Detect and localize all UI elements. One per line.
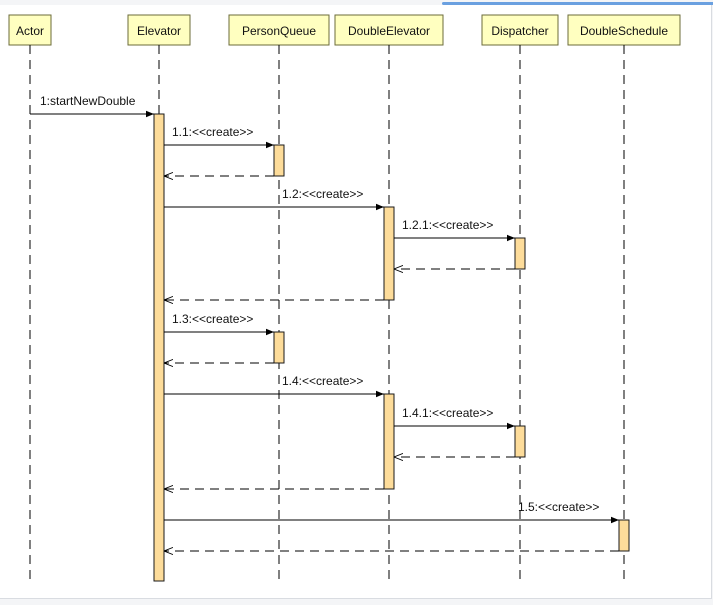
participant-box[interactable] (567, 14, 681, 46)
participant-dispatcher[interactable]: Dispatcher (481, 14, 559, 46)
participant-label: Elevator (137, 24, 181, 38)
participant-box[interactable] (228, 14, 330, 46)
participant-label: Dispatcher (491, 24, 548, 38)
participant-label: Actor (16, 24, 44, 38)
participant-actor[interactable]: Actor (8, 14, 52, 46)
message-label: 1.1:<<create>> (172, 125, 253, 139)
message-call-10[interactable]: 1.4.1:<<create>> (394, 406, 515, 430)
message-call-9[interactable]: 1.4:<<create>> (164, 374, 384, 398)
participant-box[interactable] (8, 14, 52, 46)
message-label: 1.4.1:<<create>> (402, 406, 493, 420)
activation-bar-dispatcher[interactable] (514, 237, 526, 270)
message-label: 1.5:<<create>> (518, 500, 599, 514)
activation-bar-personqueue[interactable] (273, 331, 285, 364)
participant-elevator[interactable]: Elevator (127, 14, 191, 46)
message-call-4[interactable]: 1.2.1:<<create>> (394, 218, 515, 242)
participant-label: PersonQueue (242, 24, 316, 38)
message-label: 1:startNewDouble (40, 94, 136, 108)
participant-doubleschedule[interactable]: DoubleSchedule (567, 14, 681, 46)
activation-bar-doubleelevator[interactable] (383, 206, 395, 301)
participant-box[interactable] (481, 14, 559, 46)
message-call-1[interactable]: 1.1:<<create>> (164, 125, 274, 149)
diagram-frame (0, 5, 712, 599)
participant-label: DoubleSchedule (580, 24, 668, 38)
message-label: 1.2.1:<<create>> (402, 218, 493, 232)
message-label: 1.2:<<create>> (282, 187, 363, 201)
activation-bar-personqueue[interactable] (273, 144, 285, 177)
active-tab-indicator (442, 2, 713, 5)
message-call-13[interactable]: 1.5:<<create>> (164, 500, 619, 524)
message-call-7[interactable]: 1.3:<<create>> (164, 312, 274, 336)
participant-box[interactable] (334, 14, 444, 46)
activation-bar-doubleschedule[interactable] (618, 519, 630, 552)
participant-label: DoubleElevator (348, 24, 430, 38)
message-label: 1.4:<<create>> (282, 374, 363, 388)
participant-doubleelevator[interactable]: DoubleElevator (334, 14, 444, 46)
activation-bar-dispatcher[interactable] (514, 425, 526, 458)
message-call-0[interactable]: 1:startNewDouble (30, 94, 154, 118)
message-call-3[interactable]: 1.2:<<create>> (164, 187, 384, 211)
participant-personqueue[interactable]: PersonQueue (228, 14, 330, 46)
activation-bar-elevator[interactable] (153, 113, 165, 582)
message-label: 1.3:<<create>> (172, 312, 253, 326)
activation-bar-doubleelevator[interactable] (383, 393, 395, 490)
